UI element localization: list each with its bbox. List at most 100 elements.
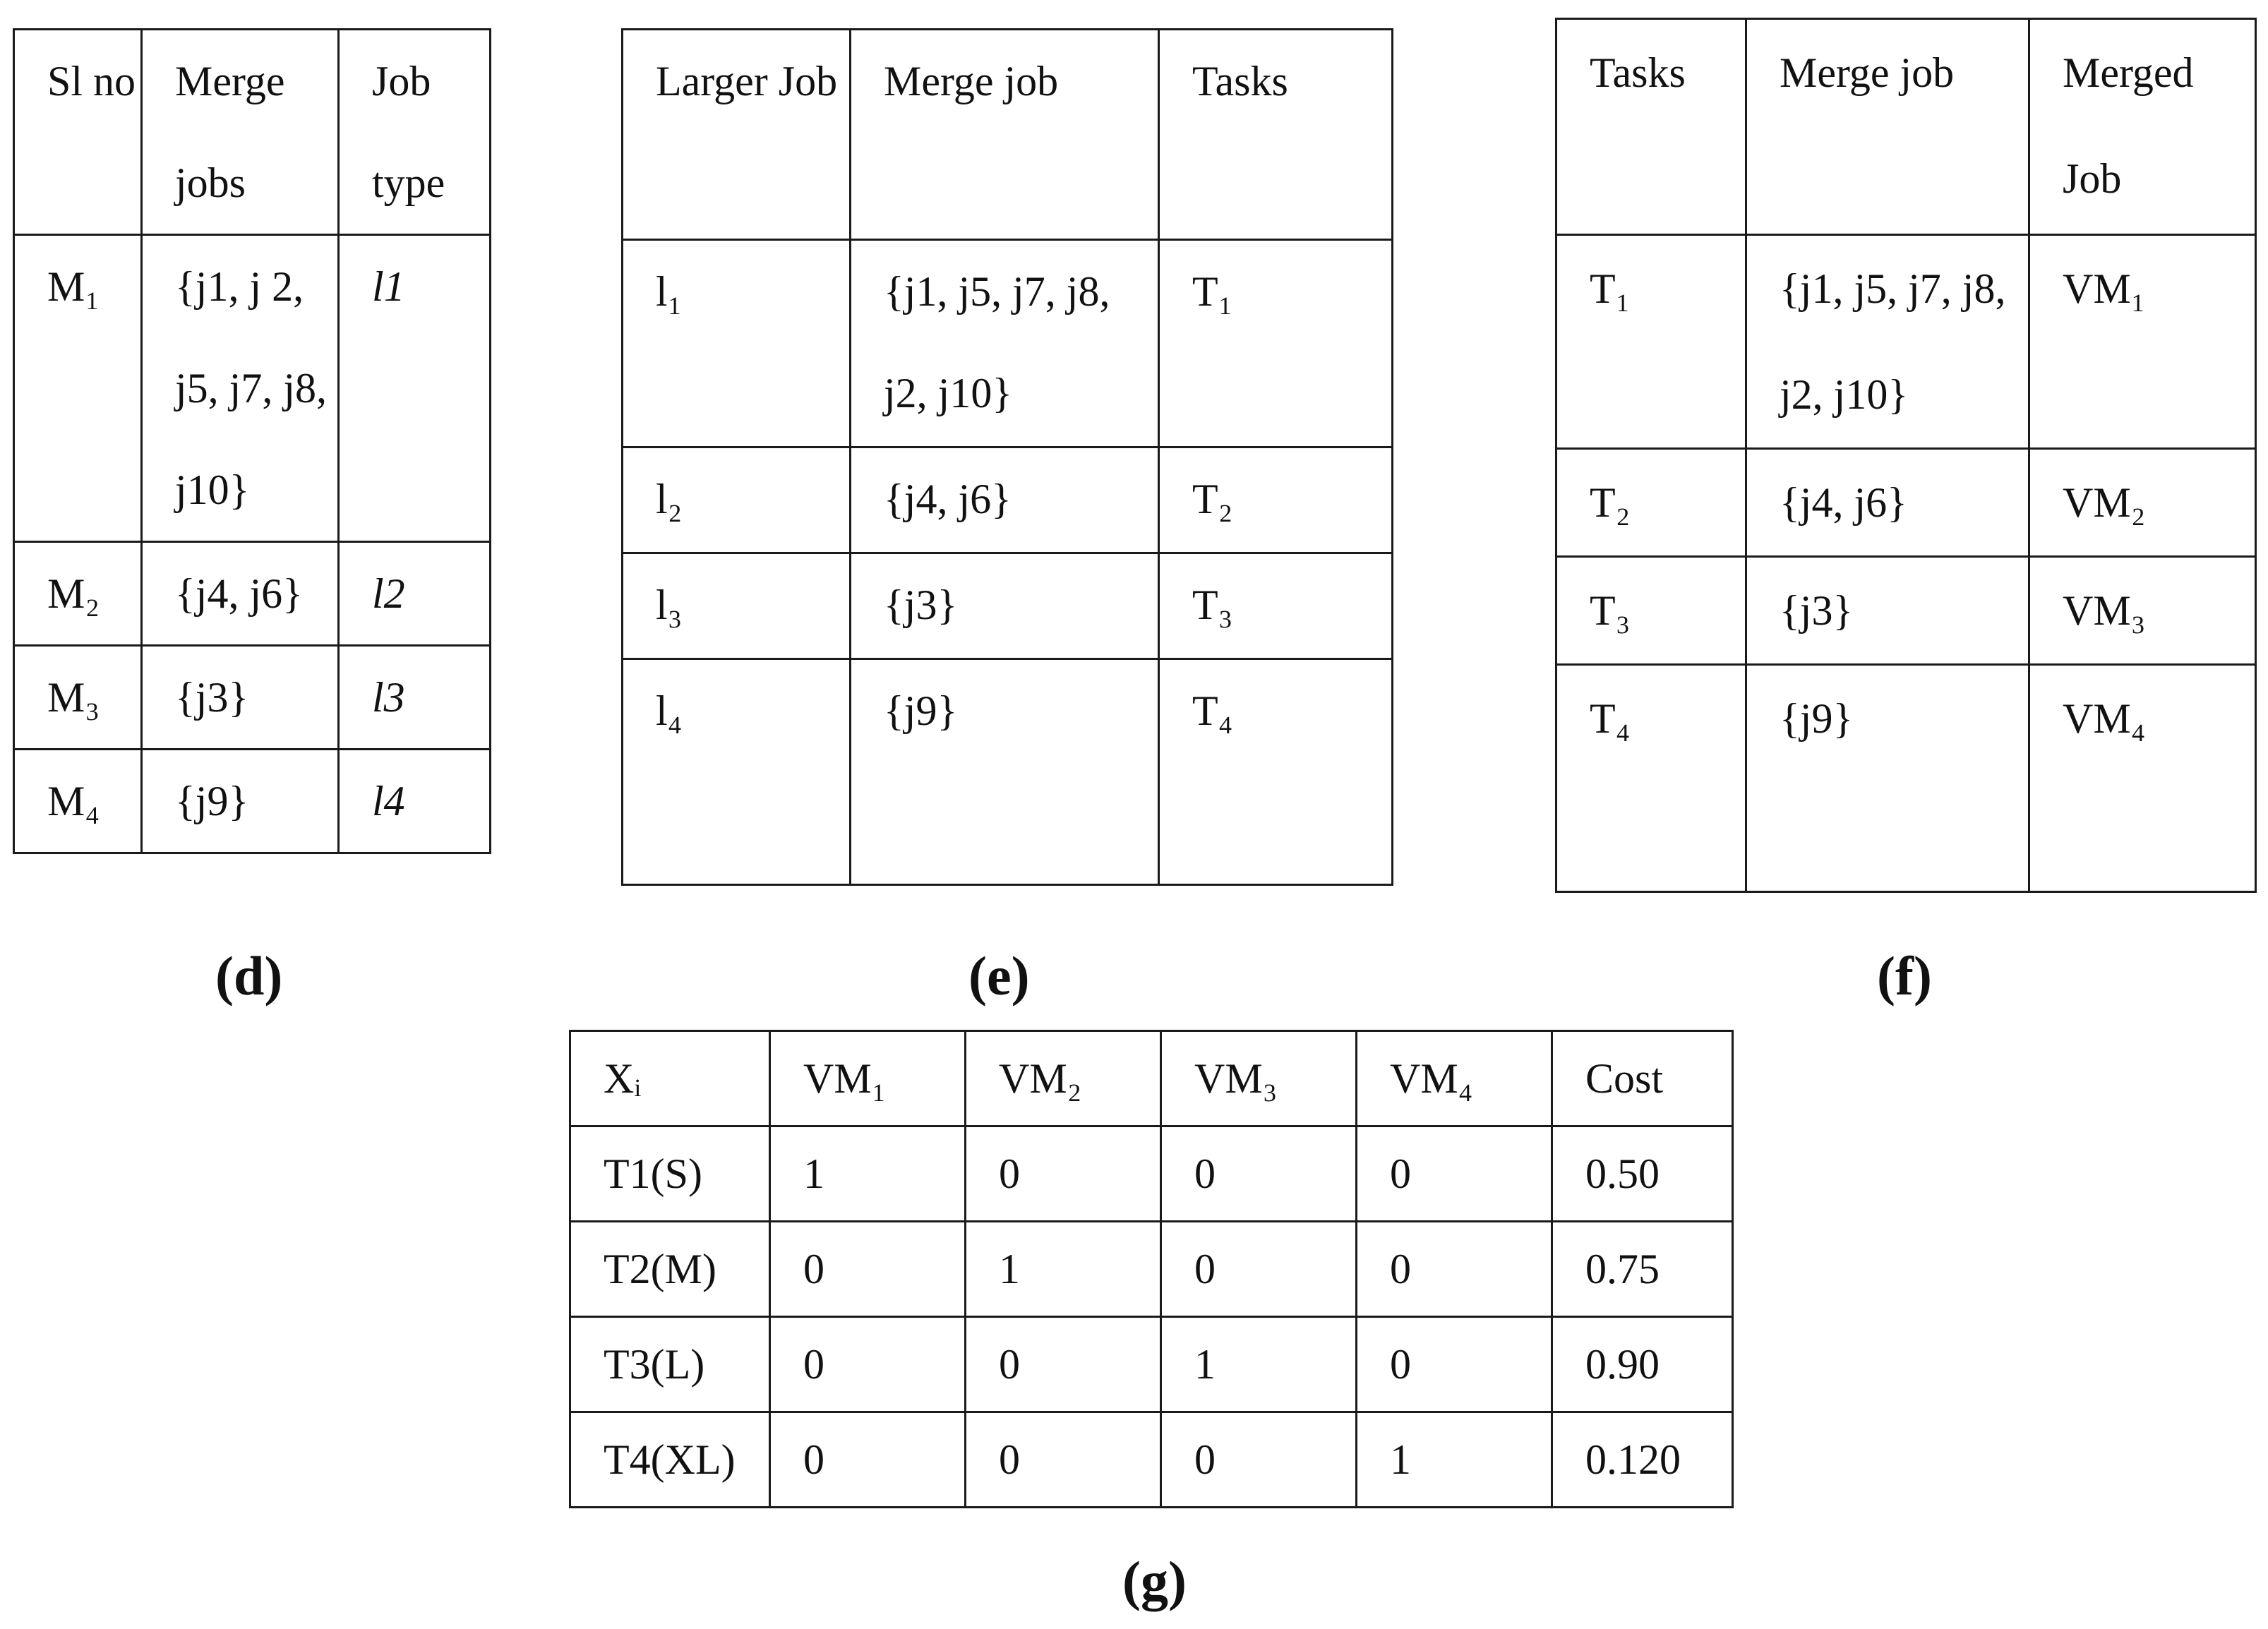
table-row: Larger Job Merge job Tasks (621, 28, 1393, 241)
header-cell: VM₁ (769, 1030, 966, 1127)
table-row: T4(XL) 0 0 0 1 0.120 (569, 1411, 1734, 1508)
caption-d: (d) (215, 945, 283, 1006)
table-cell: T₂ (1555, 447, 1747, 558)
table-cell: 0.120 (1551, 1411, 1734, 1508)
header-cell: Xᵢ (569, 1030, 771, 1127)
table-cell: T4(XL) (569, 1411, 771, 1508)
header-cell: Merge jobs (140, 28, 340, 236)
table-cell: 0 (769, 1411, 966, 1508)
table-row: M₁ {j1, j 2, j5, j7, j8, j10} l1 (13, 234, 491, 543)
table-cell: {j3} (849, 552, 1160, 660)
table-row: T₃ {j3} VM₃ (1555, 555, 2257, 666)
header-merge-jobs: Merge jobs (175, 58, 285, 206)
table-cell: {j3} (140, 644, 340, 750)
table-row: Sl no Merge jobs Job type (13, 28, 491, 236)
caption-g: (g) (1122, 1550, 1187, 1611)
table-d: Sl no Merge jobs Job type M₁ {j1, j 2, j… (13, 28, 491, 854)
table-cell: M₁ (13, 234, 143, 543)
table-cell: T₂ (1158, 446, 1393, 554)
header-cell: VM₃ (1160, 1030, 1357, 1127)
table-row: Xᵢ VM₁ VM₂ VM₃ VM₄ Cost (569, 1030, 1734, 1127)
header-cell: Larger Job (621, 28, 851, 241)
table-row: T3(L) 0 0 1 0 0.90 (569, 1316, 1734, 1413)
table-row: l₃ {j3} T₃ (621, 552, 1393, 660)
table-cell: {j4, j6} (1745, 447, 2030, 558)
header-merged-job: Merged Job (2063, 49, 2194, 202)
table-cell: 0.50 (1551, 1125, 1734, 1222)
table-cell: 0 (964, 1316, 1162, 1413)
header-cell: Merge job (1745, 18, 2030, 236)
table-cell: VM₃ (2028, 555, 2257, 666)
table-row: M₃ {j3} l3 (13, 644, 491, 750)
header-larger-job: Larger Job (656, 58, 838, 104)
header-tasks: Tasks (1590, 49, 1686, 96)
table-f: Tasks Merge job Merged Job T₁ {j1, j5, j… (1555, 18, 2257, 893)
table-cell: VM₁ (2028, 234, 2257, 450)
table-cell: {j9} (1745, 663, 2030, 893)
table-cell: l3 (337, 644, 491, 750)
table-cell: {j1, j5, j7, j8, j2, j10} (1745, 234, 2030, 450)
header-sl-no: Sl no (47, 58, 136, 104)
table-cell: 1 (769, 1125, 966, 1222)
table-cell: T₃ (1555, 555, 1747, 666)
header-cell: Job type (337, 28, 491, 236)
table-cell: M₂ (13, 541, 143, 647)
table-cell: {j4, j6} (140, 541, 340, 647)
table-cell: T₃ (1158, 552, 1393, 660)
table-e: Larger Job Merge job Tasks l₁ {j1, j5, j… (621, 28, 1393, 886)
table-cell: {j9} (849, 658, 1160, 886)
table-cell: M₃ (13, 644, 143, 750)
table-cell: {j1, j5, j7, j8, j2, j10} (849, 239, 1160, 448)
table-cell: 0 (1355, 1220, 1553, 1318)
table-row: T₁ {j1, j5, j7, j8, j2, j10} VM₁ (1555, 234, 2257, 450)
table-cell: {j9} (140, 748, 340, 854)
table-cell: T2(M) (569, 1220, 771, 1318)
table-row: T1(S) 1 0 0 0 0.50 (569, 1125, 1734, 1222)
table-cell: {j3} (1745, 555, 2030, 666)
table-cell: l4 (337, 748, 491, 854)
table-cell: 0 (1160, 1411, 1357, 1508)
table-cell: 0.75 (1551, 1220, 1734, 1318)
table-row: T₂ {j4, j6} VM₂ (1555, 447, 2257, 558)
table-cell: M₄ (13, 748, 143, 854)
table-cell: l2 (337, 541, 491, 647)
table-cell: 0 (964, 1411, 1162, 1508)
table-cell: l₂ (621, 446, 851, 554)
table-cell: T1(S) (569, 1125, 771, 1222)
header-job-type: Job type (372, 58, 445, 206)
table-cell: T₁ (1555, 234, 1747, 450)
caption-f: (f) (1877, 945, 1932, 1006)
table-cell: l₄ (621, 658, 851, 886)
header-cell: VM₂ (964, 1030, 1162, 1127)
table-cell: 1 (964, 1220, 1162, 1318)
table-row: T2(M) 0 1 0 0 0.75 (569, 1220, 1734, 1318)
table-cell: VM₄ (2028, 663, 2257, 893)
table-cell: 1 (1355, 1411, 1553, 1508)
table-cell: 1 (1160, 1316, 1357, 1413)
header-cell: Merged Job (2028, 18, 2257, 236)
header-cell: Cost (1551, 1030, 1734, 1127)
table-row: Tasks Merge job Merged Job (1555, 18, 2257, 236)
table-row: M₂ {j4, j6} l2 (13, 541, 491, 647)
table-cell: 0 (1160, 1220, 1357, 1318)
table-row: l₂ {j4, j6} T₂ (621, 446, 1393, 554)
header-merge-job: Merge job (884, 58, 1059, 104)
table-cell: T₄ (1555, 663, 1747, 893)
table-g: Xᵢ VM₁ VM₂ VM₃ VM₄ Cost T1(S) 1 0 0 0 0.… (569, 1030, 1734, 1508)
header-cell: Tasks (1555, 18, 1747, 236)
header-merge-job: Merge job (1780, 49, 1955, 96)
table-cell: 0 (769, 1316, 966, 1413)
table-row: l₁ {j1, j5, j7, j8, j2, j10} T₁ (621, 239, 1393, 448)
table-cell: 0 (1355, 1316, 1553, 1413)
caption-e: (e) (968, 945, 1030, 1006)
table-row: M₄ {j9} l4 (13, 748, 491, 854)
header-cell: VM₄ (1355, 1030, 1553, 1127)
table-row: l₄ {j9} T₄ (621, 658, 1393, 886)
table-cell: 0 (964, 1125, 1162, 1222)
table-cell: 0 (1355, 1125, 1553, 1222)
table-cell: T₄ (1158, 658, 1393, 886)
table-cell: 0 (1160, 1125, 1357, 1222)
table-cell: VM₂ (2028, 447, 2257, 558)
table-cell: 0.90 (1551, 1316, 1734, 1413)
table-cell: l1 (337, 234, 491, 543)
